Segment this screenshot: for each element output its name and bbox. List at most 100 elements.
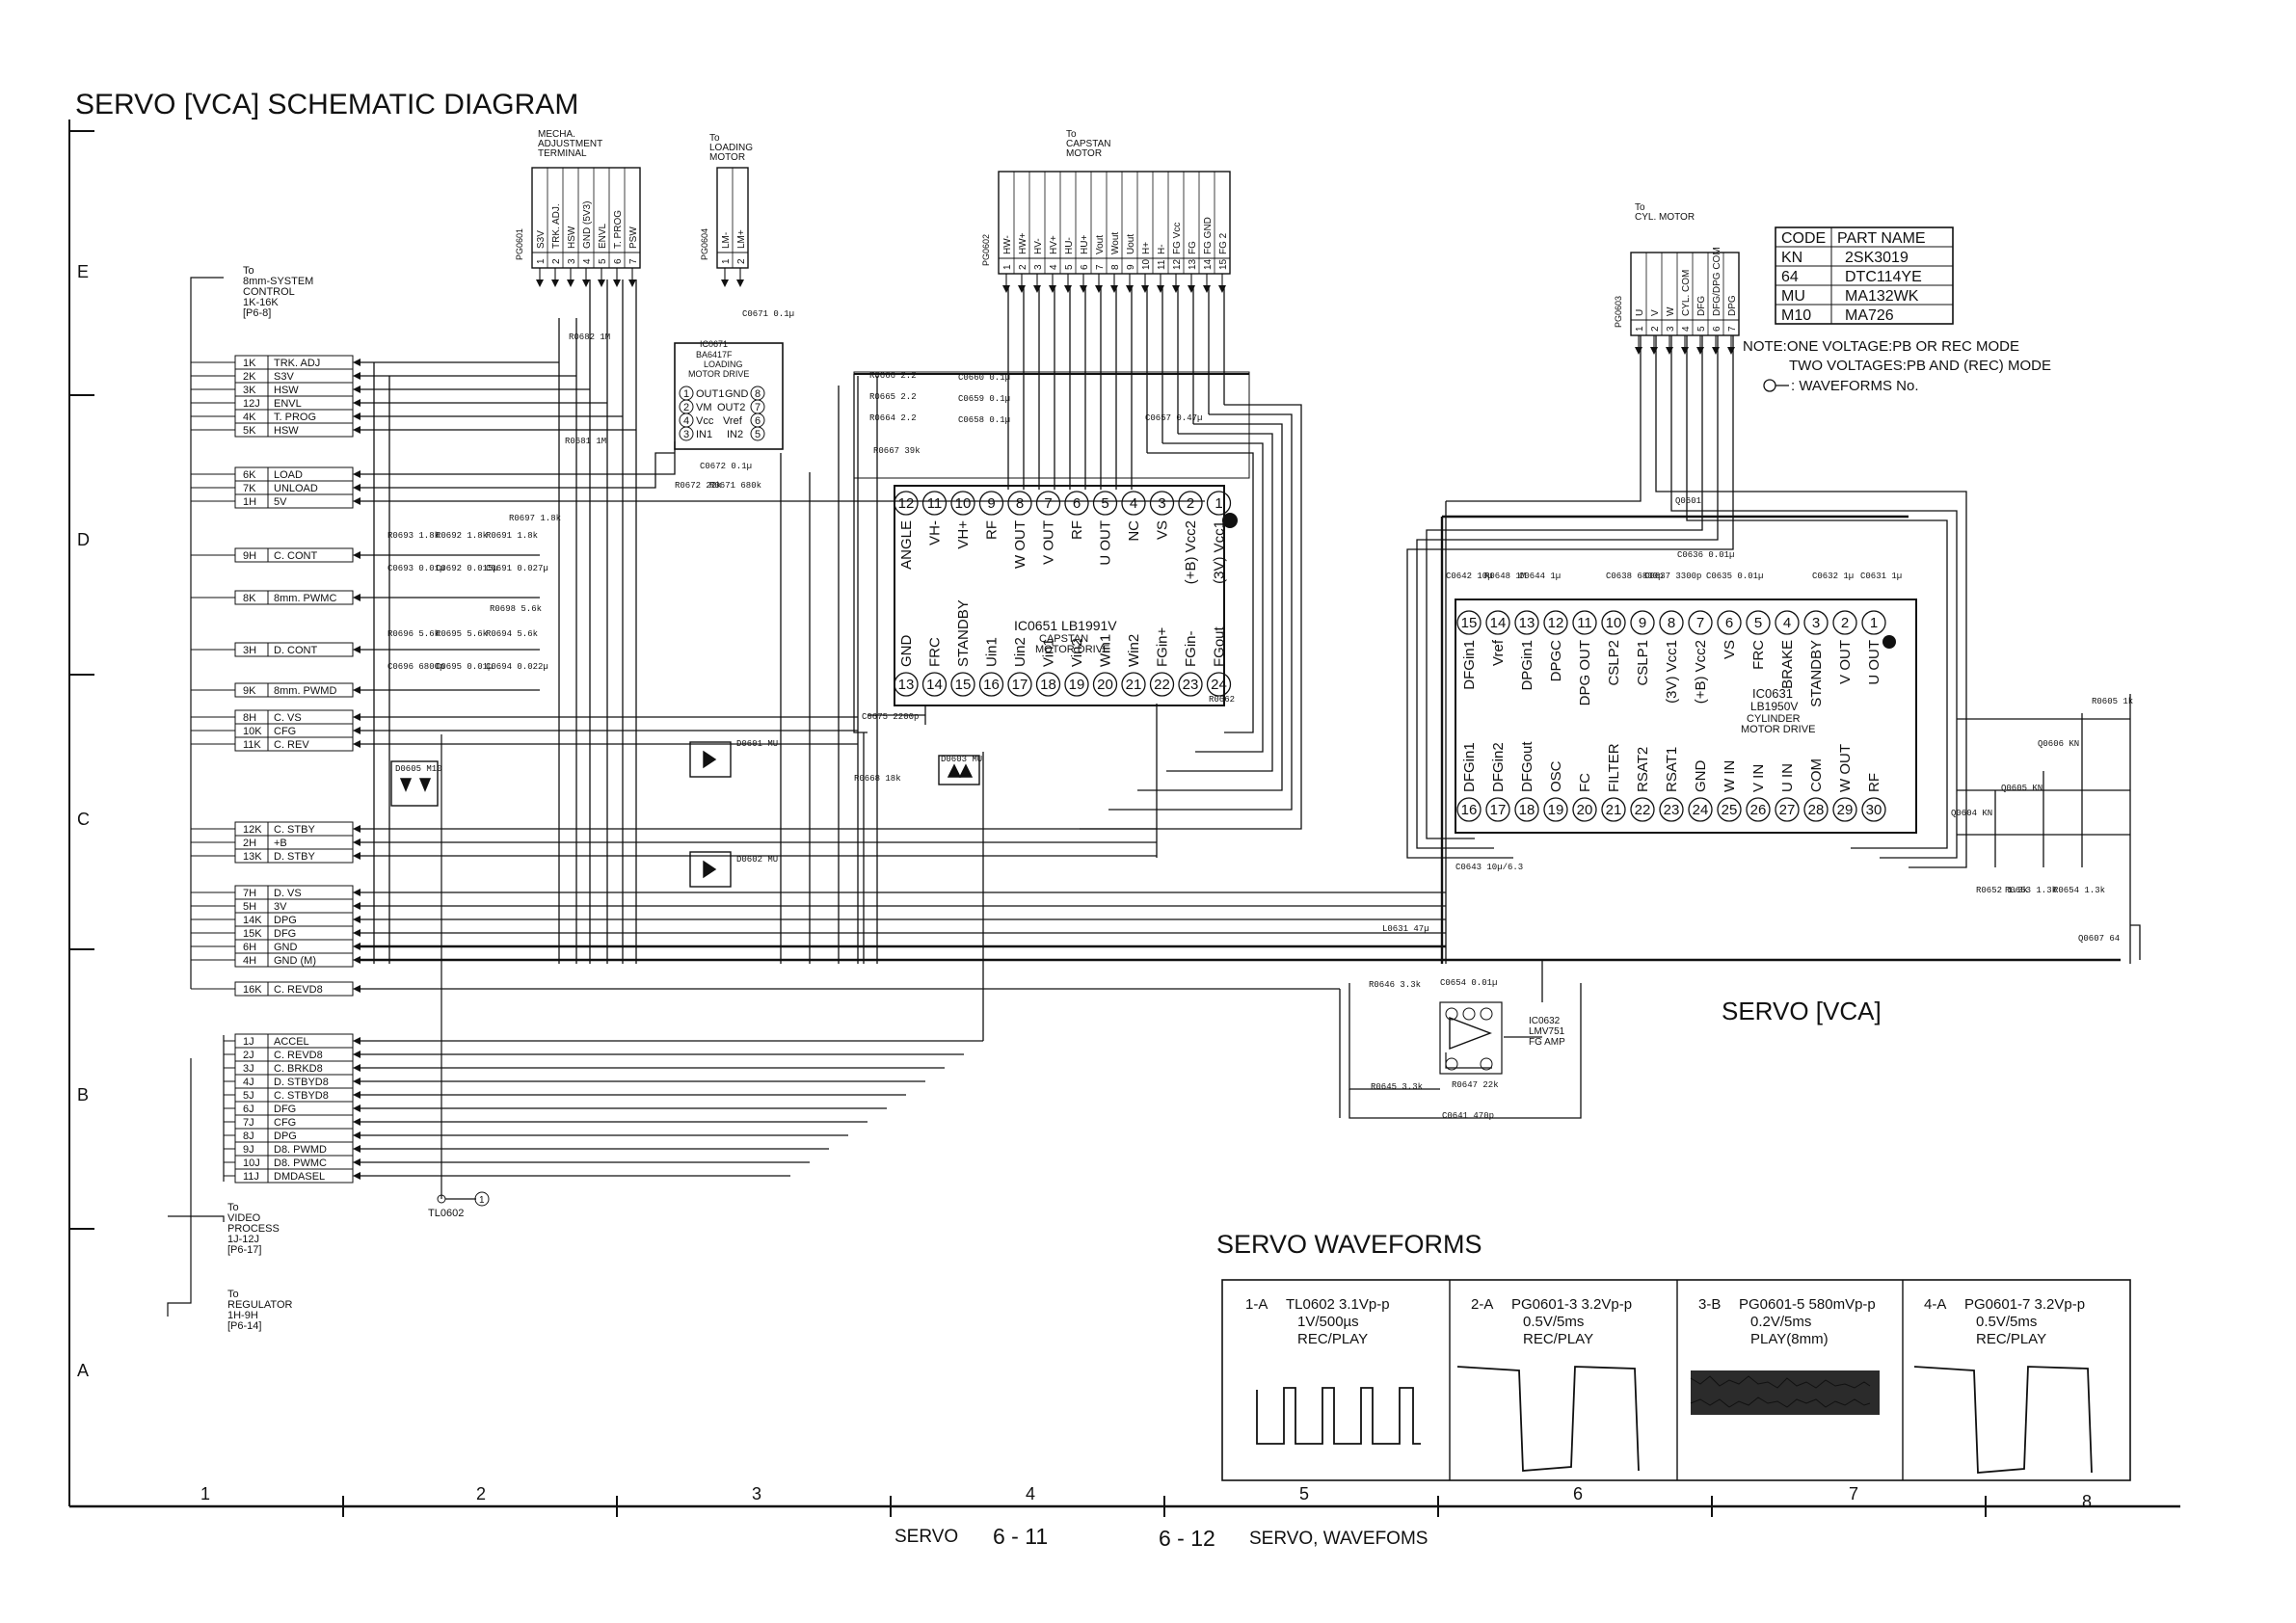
svg-text:5: 5 (755, 429, 761, 440)
component-label: R0682 1M (569, 333, 610, 342)
connector-pin-name: FG GND (1203, 217, 1214, 254)
block-label-line: 1K-16K (243, 297, 279, 308)
svg-text:6: 6 (755, 415, 761, 427)
code-table-cell: DTC114YE (1845, 269, 1922, 285)
connector-pin-name: DPG (1727, 295, 1738, 316)
connector-pin-name: DFG/DPG COM (1712, 247, 1722, 316)
connector-pin-number: 4 (582, 258, 593, 264)
code-table-header: CODE (1781, 230, 1826, 247)
connector-pin: 7J (243, 1117, 254, 1129)
footer-right-section: SERVO, WAVEFOMS (1249, 1529, 1428, 1549)
connector-pin-name: ENVL (598, 223, 608, 249)
connector-pin: 12J (243, 398, 260, 410)
connector-label: MOTOR (1066, 148, 1102, 159)
ic-pin-name: VS (1155, 520, 1171, 540)
ic-pin-name: W OUT (1012, 520, 1028, 569)
connector-pin-number: 3 (1666, 326, 1676, 332)
connector-pin: 6K (243, 469, 256, 481)
waveform-marker-icon (1763, 379, 1776, 392)
connector-pin-name: FG (1188, 241, 1198, 254)
grid-col-label: 1 (200, 1484, 210, 1503)
connector-signal: UNLOAD (274, 483, 318, 494)
connector-pin-name: W (1666, 306, 1676, 316)
ic-pin-name: FC (1577, 773, 1593, 792)
connector-pin-name: PSW (628, 226, 639, 249)
connector-pin: 8J (243, 1131, 254, 1142)
ic-pin-name: V OUT (1837, 640, 1854, 684)
code-table-cell: 64 (1781, 269, 1799, 285)
connector-signal: DMDASEL (274, 1171, 325, 1183)
ic-pin-name: U IN (1779, 763, 1796, 792)
connector-pin: 15K (243, 928, 262, 940)
ic-pin-name: FILTER (1606, 743, 1622, 792)
diagram-title: SERVO [VCA] SCHEMATIC DIAGRAM (75, 89, 578, 120)
svg-text:7: 7 (755, 402, 761, 413)
connector-pin: 11K (243, 739, 261, 751)
connector-pin: 14K (243, 915, 262, 926)
component-label: R0667 39k (873, 446, 921, 456)
ic-pin: 5U OUT (1092, 491, 1118, 566)
code-table-header: PART NAME (1837, 230, 1926, 247)
ic0632: IC0632 LMV751 FG AMP (1439, 1001, 1565, 1075)
connector-signal: CFG (274, 726, 296, 737)
footer-left-section: SERVO (894, 1527, 958, 1547)
connector-label: ADJUSTMENT (538, 139, 602, 149)
component-label: R0666 2.2 (869, 371, 917, 381)
grid-col-label: 3 (752, 1484, 761, 1503)
connector-pin-number: 7 (628, 258, 639, 264)
ic-pin-number: 13 (898, 677, 915, 693)
waveform-scale: 1V/500µs (1297, 1314, 1359, 1330)
connector-ref: PG0602 (981, 234, 991, 266)
connector-signal: D. STBYD8 (274, 1077, 329, 1088)
ic-pin-name: STANDBY (1808, 640, 1825, 707)
ic-pin-name: U OUT (1098, 520, 1114, 566)
ic-pin: 8(3V) Vcc1 (1659, 610, 1684, 704)
ic-pin-name: NC (1126, 520, 1142, 542)
ic0671-pin: OUT2 (717, 402, 745, 413)
footer: SERVO 6 - 11 6 - 12 SERVO, WAVEFOMS (894, 1524, 1428, 1551)
ic-pin-name: GND (898, 635, 915, 668)
component-label: C0641 470p (1442, 1111, 1494, 1121)
note-line: : WAVEFORMS No. (1791, 378, 1919, 394)
ic-pin-number: 16 (983, 677, 1000, 693)
connector-pin-name: DFG (1696, 296, 1707, 316)
block-label-line: VIDEO (227, 1212, 261, 1224)
connector-row: 2H+B (191, 835, 360, 850)
connector-pin: 11J (243, 1171, 259, 1183)
ic-pin: 2(+B) Vcc2 (1178, 491, 1203, 584)
ic-pin: 9RF (978, 491, 1004, 540)
ic-pin-name: OSC (1548, 760, 1564, 792)
component-label: C0660 0.1µ (958, 373, 1010, 383)
block-label-line: [P6-17] (227, 1244, 261, 1256)
connector-signal: HSW (274, 385, 299, 396)
waveform-id: 2-A (1471, 1296, 1493, 1313)
connector-label: MECHA. (538, 129, 575, 140)
ic-pin-number: 30 (1866, 802, 1882, 818)
svg-text:4: 4 (683, 415, 689, 427)
connector-pin-number: 1 (1635, 326, 1645, 332)
connector-pin-name: HV+ (1049, 235, 1059, 254)
ic-pin-number: 21 (1126, 677, 1142, 693)
component-label: R0648 1M (1484, 572, 1526, 581)
connector-signal: D. STBY (274, 851, 315, 863)
ic0671-desc: BA6417F (696, 350, 733, 359)
ic-pin: 13 GND (894, 635, 919, 697)
